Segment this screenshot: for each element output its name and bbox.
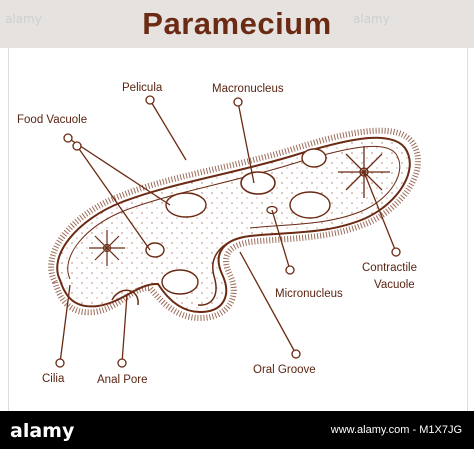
- image-url: www.alamy.com: [330, 424, 410, 436]
- label-cilia: Cilia: [42, 373, 65, 385]
- image-code: M1X7JG: [419, 424, 462, 436]
- leader-lines: [55, 95, 401, 368]
- label-anal-pore: Anal Pore: [97, 374, 148, 386]
- label-food-vacuole: Food Vacuole: [17, 114, 88, 126]
- watermark-overlay: alamy: [5, 12, 42, 26]
- macronucleus-shape: [240, 171, 276, 195]
- anal-pore-shape: [111, 289, 139, 306]
- alamy-logo: alamy: [10, 420, 75, 442]
- label-micronucleus: Micronucleus: [275, 288, 343, 300]
- cilia-fringe: [48, 127, 421, 322]
- watermark-footer: alamy www.alamy.com - M1X7JG: [0, 411, 474, 449]
- food-vacuoles: [145, 148, 331, 295]
- label-contractile-line1: Contractile: [362, 262, 417, 274]
- diagram-title: Paramecium: [142, 6, 332, 41]
- title-bar: Paramecium: [0, 0, 474, 48]
- watermark-overlay: alamy: [353, 12, 390, 26]
- label-macronucleus: Macronucleus: [212, 83, 284, 95]
- image-id: www.alamy.com - M1X7JG: [330, 424, 462, 436]
- cell-body: [56, 136, 411, 314]
- contractile-vacuole-left: [89, 230, 125, 266]
- label-pelicula: Pelicula: [122, 82, 163, 94]
- label-contractile-line2: Vacuole: [374, 279, 415, 291]
- cell-inner-line: [67, 145, 401, 280]
- label-oral-groove: Oral Groove: [253, 364, 316, 376]
- oral-groove-shape: [197, 235, 251, 306]
